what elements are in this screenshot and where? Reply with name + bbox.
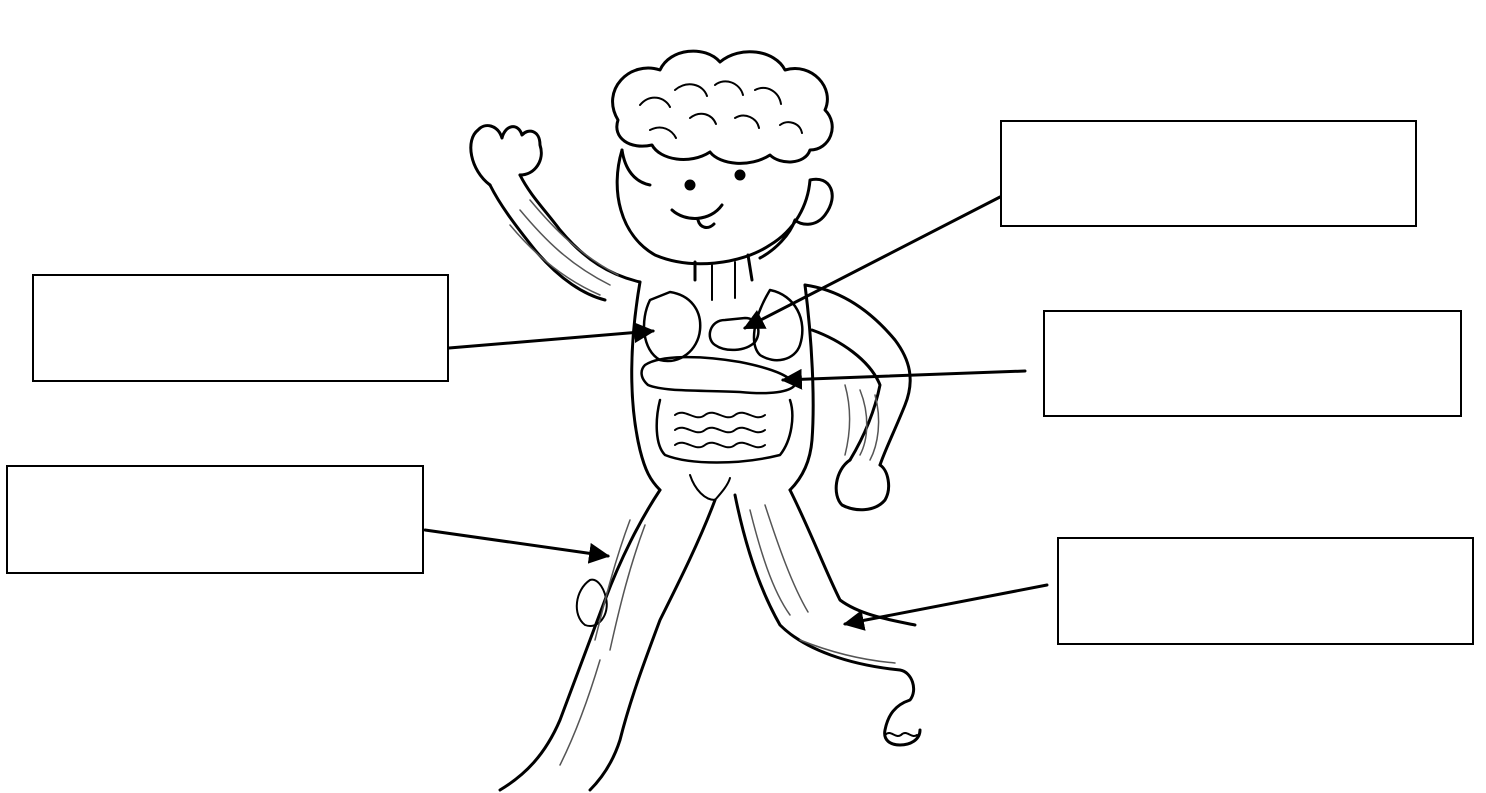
answer-box-muscles[interactable] <box>1057 537 1474 645</box>
left-leg-muscles <box>560 520 645 765</box>
trachea <box>712 262 735 300</box>
answer-box-heart[interactable] <box>1000 120 1417 227</box>
pelvis <box>690 475 730 500</box>
forearm-muscles <box>845 385 879 460</box>
left-leg <box>500 490 715 790</box>
left-eye <box>686 181 694 189</box>
pointer-heart <box>745 197 1000 328</box>
answer-box-bones[interactable] <box>6 465 424 574</box>
answer-box-lungs[interactable] <box>32 274 449 382</box>
pointer-stomach <box>783 371 1025 380</box>
brain-hair <box>613 51 833 163</box>
heart <box>710 318 759 350</box>
lungs <box>644 290 802 361</box>
raised-hand <box>471 126 541 185</box>
mouth <box>672 205 722 227</box>
left-knee <box>577 580 607 626</box>
brain-folds <box>640 81 802 138</box>
pointer-bones <box>425 530 608 556</box>
intestines-coils <box>675 413 765 448</box>
liver <box>642 357 795 393</box>
right-eye <box>736 171 744 179</box>
answer-box-stomach[interactable] <box>1043 310 1462 417</box>
lowered-hand <box>836 460 888 510</box>
right-leg <box>735 490 920 745</box>
head <box>617 150 832 264</box>
right-leg-muscles <box>750 505 895 663</box>
child-figure <box>471 51 920 790</box>
pointer-muscles <box>845 585 1047 624</box>
arm-muscles <box>510 200 618 295</box>
face-left <box>622 150 650 185</box>
right-foot-toes <box>885 733 917 736</box>
pointer-lungs <box>449 331 653 348</box>
